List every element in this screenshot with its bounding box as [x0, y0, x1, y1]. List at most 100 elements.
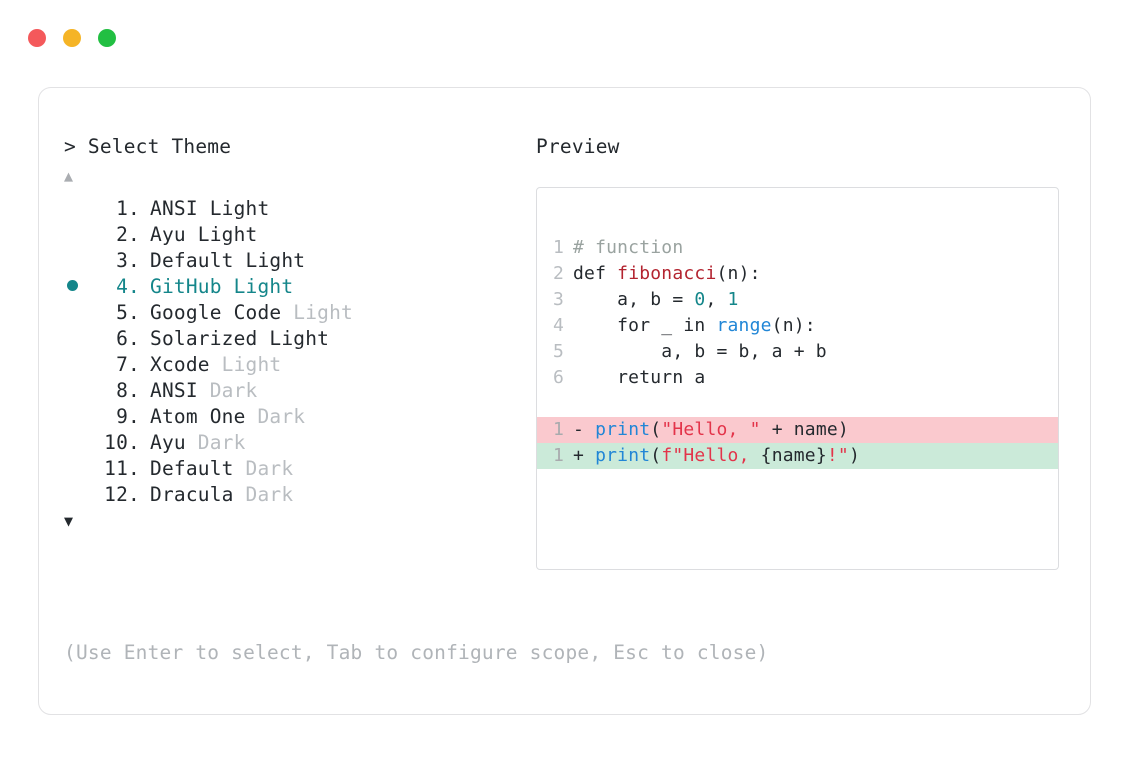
theme-name: Google Code: [150, 301, 282, 324]
theme-name: Ayu: [150, 223, 186, 246]
code-text: def fibonacci(n):: [573, 261, 761, 287]
theme-list-item[interactable]: 8. ANSI Dark: [64, 378, 514, 404]
diff-line: 1- print("Hello, " + name): [537, 417, 1058, 443]
theme-list-item[interactable]: 10.Ayu Dark: [64, 430, 514, 456]
theme-selector-panel: > Select Theme ▲ 1. ANSI Light 2. Ayu Light…: [64, 134, 514, 532]
theme-variant-tag: Light: [209, 353, 282, 376]
theme-list-item[interactable]: 9.Atom One Dark: [64, 404, 514, 430]
theme-variant-tag: Dark: [197, 379, 258, 402]
code-line: 5 a, b = b, a + b: [537, 339, 1058, 365]
code-token: def: [573, 263, 618, 284]
code-token: a, b = b, a + b: [573, 341, 827, 362]
code-text: # function: [573, 235, 683, 261]
code-token: (: [650, 419, 662, 440]
theme-variant-tag: Light: [185, 223, 258, 246]
keyboard-hint-text: (Use Enter to select, Tab to configure s…: [64, 641, 769, 664]
code-token: return a: [573, 367, 706, 388]
theme-list-item[interactable]: 11.Default Dark: [64, 456, 514, 482]
theme-index: 6.: [116, 327, 140, 350]
diff-line: 1+ print(f"Hello, {name}!"): [537, 443, 1058, 469]
code-token: (n):: [771, 315, 816, 336]
theme-name: GitHub: [150, 275, 222, 298]
theme-variant-tag: Dark: [245, 405, 306, 428]
close-window-button[interactable]: [28, 29, 46, 47]
theme-picker-card: > Select Theme ▲ 1. ANSI Light 2. Ayu Light…: [38, 87, 1091, 715]
preview-label: Preview: [536, 135, 620, 158]
diff-sign: +: [573, 445, 596, 466]
minimize-window-button[interactable]: [63, 29, 81, 47]
code-token: ): [848, 445, 861, 466]
theme-index: 4.: [116, 275, 140, 298]
code-token: {name}: [760, 445, 827, 466]
code-line: 3 a, b = 0, 1: [537, 287, 1058, 313]
code-line: 6 return a: [537, 365, 1058, 391]
code-blank-line: [537, 391, 1058, 417]
theme-variant-tag: Dark: [233, 483, 294, 506]
code-token: # function: [573, 237, 684, 258]
page-title: > Select Theme: [64, 134, 514, 160]
theme-index: 2.: [116, 223, 140, 246]
theme-index: 7.: [116, 353, 140, 376]
theme-name: Ayu: [150, 431, 186, 454]
code-token: ,: [705, 289, 728, 310]
window-titlebar: [28, 29, 116, 47]
maximize-window-button[interactable]: [98, 29, 116, 47]
theme-index: 1.: [116, 197, 140, 220]
line-number: 5: [552, 341, 564, 362]
code-text: + print(f"Hello, {name}!"): [573, 443, 860, 469]
code-text: a, b = 0, 1: [573, 287, 739, 313]
theme-list-item[interactable]: 7. Xcode Light: [64, 352, 514, 378]
theme-variant-tag: Light: [197, 197, 270, 220]
scroll-down-arrow-icon[interactable]: ▼: [64, 512, 74, 530]
code-text: - print("Hello, " + name): [573, 417, 849, 443]
code-token: range: [716, 315, 772, 336]
theme-variant-tag: Light: [257, 327, 330, 350]
scroll-up-arrow-icon[interactable]: ▲: [64, 167, 74, 185]
theme-list-item[interactable]: 4. GitHub Light: [64, 274, 514, 300]
theme-list-item[interactable]: 5. Google Code Light: [64, 300, 514, 326]
code-token: 0: [694, 289, 706, 310]
theme-name: ANSI: [150, 197, 198, 220]
theme-variant-tag: Dark: [185, 431, 246, 454]
code-text: return a: [573, 365, 705, 391]
theme-name: Default: [150, 249, 234, 272]
theme-index: 8.: [116, 379, 140, 402]
code-line: 1# function: [537, 235, 1058, 261]
code-token: print: [595, 419, 651, 440]
code-token: "Hello, ": [661, 419, 761, 440]
code-token: print: [595, 445, 651, 466]
code-line: 4 for _ in range(n):: [537, 313, 1058, 339]
theme-list-item[interactable]: 6. Solarized Light: [64, 326, 514, 352]
theme-variant-tag: Light: [281, 301, 353, 324]
code-token: !": [826, 445, 849, 466]
prompt-title: Select Theme: [87, 135, 232, 158]
theme-list-item[interactable]: 2. Ayu Light: [64, 222, 514, 248]
line-number: 3: [552, 289, 564, 310]
theme-index: 5.: [116, 301, 140, 324]
theme-name: ANSI: [150, 379, 198, 402]
theme-list-item[interactable]: 3.Default Light: [64, 248, 514, 274]
theme-list-item[interactable]: 12. Dracula Dark: [64, 482, 514, 508]
theme-index: 9.: [116, 405, 140, 428]
theme-variant-tag: Light: [221, 275, 294, 298]
diff-sign: -: [573, 419, 596, 440]
theme-index: 12.: [104, 483, 140, 506]
theme-list-item[interactable]: 1. ANSI Light: [64, 196, 514, 222]
theme-variant-tag: Light: [233, 249, 306, 272]
theme-name: Default: [150, 457, 234, 480]
theme-name: Dracula: [150, 483, 234, 506]
code-text: a, b = b, a + b: [573, 339, 827, 365]
line-number: 6: [552, 367, 564, 388]
code-token: 1: [727, 289, 739, 310]
theme-name: Xcode: [150, 353, 210, 376]
line-number: 4: [552, 315, 564, 336]
theme-name: Solarized: [150, 327, 258, 350]
selected-bullet-icon: [67, 280, 78, 291]
code-token: (: [650, 445, 662, 466]
prompt-symbol: >: [64, 135, 76, 158]
